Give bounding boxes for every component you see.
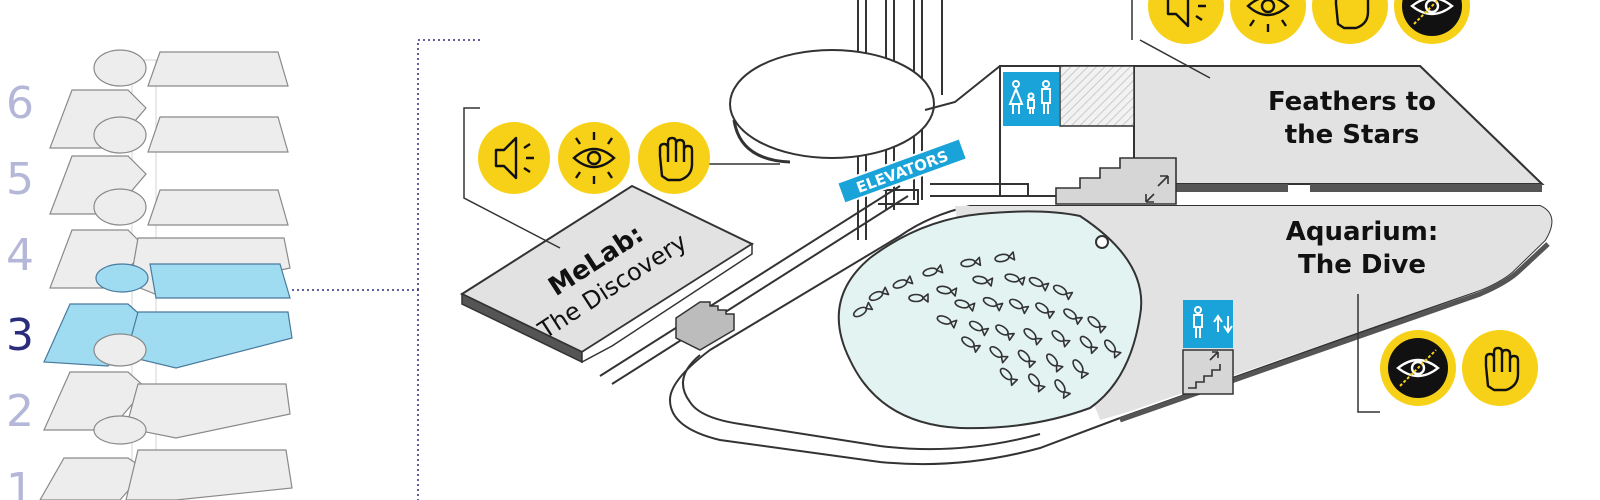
floor-number-3[interactable]: 3 [6, 310, 34, 361]
floor-number-1[interactable]: 1 [6, 464, 34, 500]
aquarium-title-line2: The Dive [1298, 250, 1426, 280]
aquarium-leader-line [1357, 294, 1380, 413]
aquarium-touch-icon[interactable] [1462, 330, 1538, 406]
feathers-title-line1: Feathers to [1268, 87, 1436, 117]
floor-number-5[interactable]: 5 [6, 154, 34, 205]
floor-selector[interactable]: 6 5 4 3 2 1 [6, 39, 482, 500]
feathers-touch-icon[interactable] [1312, 0, 1388, 44]
floor-connector-line [292, 289, 419, 500]
floor-number-2[interactable]: 2 [6, 386, 34, 437]
corridor [878, 183, 1029, 205]
floor-plate-5[interactable] [49, 116, 289, 215]
stairs-icon[interactable] [1182, 349, 1234, 395]
center-stairs-icon [1055, 157, 1177, 205]
floor-plate-1[interactable] [39, 415, 293, 500]
aquarium-low-vision-icon[interactable] [1380, 330, 1456, 406]
map-frame-line [417, 39, 482, 290]
small-stairs-icon [675, 301, 735, 351]
melab-touch-icon[interactable] [638, 122, 710, 194]
feathers-title-line2: the Stars [1285, 120, 1420, 150]
melab-see-icon[interactable] [558, 122, 630, 194]
feathers-low-vision-icon[interactable] [1394, 0, 1470, 44]
restroom-elevator-icon[interactable] [1183, 300, 1233, 348]
melab-sound-icon[interactable] [478, 122, 550, 194]
melab-area[interactable] [459, 107, 909, 385]
fish-tank[interactable] [837, 210, 1143, 430]
family-restroom-icon[interactable] [1003, 72, 1059, 126]
floor-number-4[interactable]: 4 [6, 230, 34, 281]
floor-plate-2[interactable] [43, 333, 291, 439]
feathers-sound-icon[interactable] [1148, 0, 1224, 44]
floor-plate-3-active[interactable] [43, 263, 293, 369]
aquarium-title-line1: Aquarium: [1286, 217, 1439, 247]
upper-round-platform [729, 49, 1010, 164]
feathers-see-icon[interactable] [1230, 0, 1306, 44]
floor-number-6[interactable]: 6 [6, 78, 34, 129]
hatched-service-area [1059, 65, 1135, 127]
